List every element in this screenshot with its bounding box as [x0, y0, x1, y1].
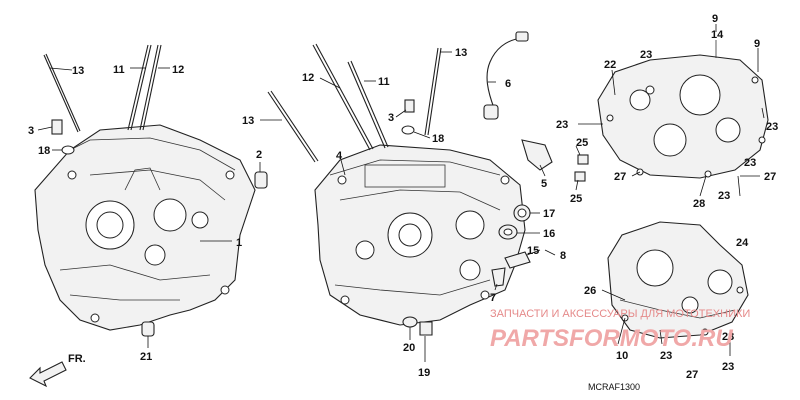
leader-lines [37, 24, 765, 362]
callout-20: 20 [403, 342, 415, 354]
callout-23-left: 23 [556, 119, 568, 131]
bracket-5 [521, 139, 553, 171]
cover-24 [607, 221, 749, 339]
right-crankcase-half [314, 144, 526, 326]
callout-26: 26 [584, 285, 596, 297]
bolt-7 [491, 267, 506, 287]
drain-bolt-19 [419, 321, 433, 336]
callout-9-top: 9 [712, 13, 718, 25]
callout-27-left: 27 [614, 171, 626, 183]
washer-18-left [61, 145, 75, 155]
callout-24: 24 [736, 237, 749, 249]
callout-19: 19 [418, 367, 430, 379]
callout-16: 16 [543, 228, 555, 240]
sensor-6 [483, 31, 553, 171]
stud-13-left [43, 54, 79, 133]
callout-23-lower-b: 23 [722, 361, 734, 373]
callout-18-left: 18 [38, 145, 50, 157]
watermark: ЗАПЧАСТИ И АКСЕССУАРЫ ДЛЯ МОТОТЕХНИКИ PA… [490, 308, 750, 352]
stud-12-left [139, 44, 159, 131]
callout-22: 22 [604, 59, 616, 71]
callout-23-lower-a: 23 [660, 350, 672, 362]
callout-11-right: 11 [378, 76, 390, 88]
switch-15 [504, 251, 531, 269]
bolt-3-right [404, 99, 415, 113]
callout-14: 14 [711, 29, 724, 41]
watermark-subtitle: ЗАПЧАСТИ И АКСЕССУАРЫ ДЛЯ МОТОТЕХНИКИ [490, 308, 750, 320]
orientation-label: FR. [68, 353, 86, 365]
bolt-25-lower [574, 171, 586, 182]
callout-13-right: 13 [455, 47, 467, 59]
right-studs [267, 43, 442, 163]
bolt-3-left [51, 119, 63, 135]
callout-27-bottom: 27 [686, 369, 698, 381]
callout-21: 21 [140, 351, 152, 363]
callout-15: 15 [527, 245, 539, 257]
left-crankcase-half [34, 124, 256, 331]
callout-23-bottom: 23 [718, 190, 730, 202]
callout-13-left: 13 [72, 65, 84, 77]
callout-17: 17 [543, 208, 555, 220]
washer-20 [402, 316, 418, 328]
callout-23-top: 23 [640, 49, 652, 61]
callout-3-left: 3 [28, 125, 34, 137]
bolt-25-upper [577, 154, 589, 165]
callout-18-right: 18 [432, 133, 444, 145]
callout-9-right: 9 [754, 38, 760, 50]
callout-1: 1 [236, 237, 242, 249]
callout-23-lower-c: 23 [722, 331, 734, 343]
callout-7: 7 [490, 292, 496, 304]
callout-12-left: 12 [172, 64, 184, 76]
callout-labels: 13 11 12 3 18 1 2 21 12 11 13 13 3 18 4 … [28, 13, 778, 381]
callout-11-left: 11 [113, 64, 125, 76]
watermark-brand: PARTSFORMOTO.RU [490, 325, 733, 352]
dowel-pin-21 [141, 321, 155, 337]
callout-2: 2 [256, 149, 262, 161]
callout-10: 10 [616, 350, 628, 362]
callout-4: 4 [336, 150, 343, 162]
callout-12-right: 12 [302, 72, 314, 84]
callout-23-right: 23 [766, 121, 778, 133]
front-arrow-icon [29, 361, 67, 388]
callout-25-upper: 25 [576, 137, 588, 149]
diagram-code: MCRAF1300 [588, 382, 640, 392]
callout-27-right: 27 [764, 171, 776, 183]
callout-25-lower: 25 [570, 193, 582, 205]
washer-18-right [401, 125, 415, 135]
callout-13-mid: 13 [242, 115, 254, 127]
callout-8: 8 [560, 250, 566, 262]
small-parts [402, 154, 589, 336]
callout-3-right: 3 [388, 112, 394, 124]
orientation-arrow: FR. [29, 353, 86, 388]
cover-22 [597, 40, 769, 179]
stud-11-left [127, 44, 149, 131]
dowel-pin-2 [254, 171, 268, 189]
callout-6: 6 [505, 78, 511, 90]
callout-28: 28 [693, 198, 705, 210]
callout-23-mid: 23 [744, 157, 756, 169]
callout-5: 5 [541, 178, 547, 190]
